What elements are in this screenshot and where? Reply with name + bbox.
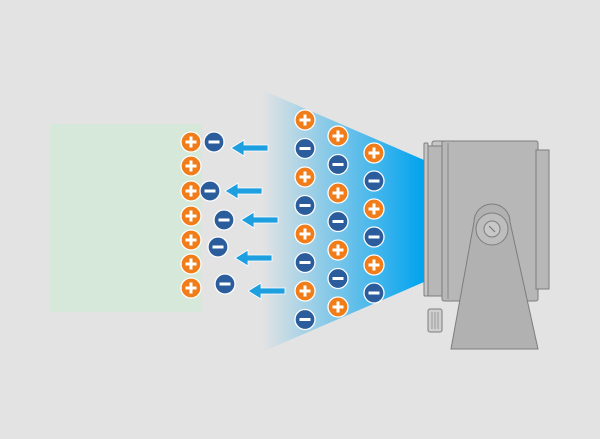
plus-sign-icon xyxy=(189,282,193,294)
positive-ion xyxy=(294,166,316,188)
positive-ion xyxy=(180,253,202,275)
negative-ion xyxy=(203,131,225,153)
minus-sign-icon xyxy=(332,163,344,166)
charged-target-surface xyxy=(50,124,202,312)
surface-ion-layer xyxy=(180,131,236,299)
plus-sign-icon xyxy=(189,258,193,270)
negative-ion xyxy=(207,236,229,258)
negative-ion xyxy=(327,210,349,233)
positive-ion xyxy=(294,280,316,302)
plus-sign-icon xyxy=(189,210,193,222)
negative-ion xyxy=(214,273,236,295)
minus-sign-icon xyxy=(299,147,311,150)
minus-sign-icon xyxy=(299,204,311,207)
positive-ion xyxy=(180,277,202,299)
negative-ion xyxy=(294,194,316,217)
minus-sign-icon xyxy=(204,189,216,193)
left-arrow-icon xyxy=(230,139,269,157)
minus-sign-icon xyxy=(368,179,380,183)
plus-sign-icon xyxy=(303,285,307,297)
minus-sign-icon xyxy=(219,282,231,286)
left-arrow-icon xyxy=(234,249,273,267)
plus-sign-icon xyxy=(303,228,307,240)
positive-ion xyxy=(363,142,385,164)
plus-sign-icon xyxy=(189,160,193,172)
minus-sign-icon xyxy=(299,318,311,321)
device-nozzle-ring xyxy=(423,142,429,297)
plus-sign-icon xyxy=(303,171,307,183)
positive-ion xyxy=(180,180,202,202)
negative-ion xyxy=(213,209,235,231)
negative-ion xyxy=(327,153,349,176)
left-arrow-icon xyxy=(247,282,286,300)
mounting-bracket xyxy=(450,203,539,350)
positive-ion xyxy=(294,223,316,245)
positive-ion xyxy=(180,229,202,251)
positive-ion xyxy=(180,205,202,227)
positive-ion xyxy=(363,198,385,220)
negative-ion xyxy=(294,251,316,274)
bracket-pivot-slot xyxy=(488,225,496,233)
positive-ion xyxy=(180,131,202,153)
plus-sign-icon xyxy=(372,259,376,271)
positive-ion xyxy=(294,109,316,131)
plus-sign-icon xyxy=(336,130,340,142)
negative-ion xyxy=(294,137,316,160)
positive-ion xyxy=(363,254,385,276)
minus-sign-icon xyxy=(368,235,380,239)
left-arrow-icon xyxy=(240,211,279,229)
positive-ion xyxy=(327,239,349,261)
minus-sign-icon xyxy=(212,245,224,249)
plus-sign-icon xyxy=(336,187,340,199)
minus-sign-icon xyxy=(218,218,230,222)
plus-sign-icon xyxy=(189,136,193,148)
plus-sign-icon xyxy=(372,203,376,215)
left-arrow-icon xyxy=(224,182,263,200)
minus-sign-icon xyxy=(332,220,344,223)
negative-ion xyxy=(327,267,349,290)
flow-arrows xyxy=(224,139,286,300)
negative-ion xyxy=(363,226,385,248)
plus-sign-icon xyxy=(189,234,193,246)
plus-sign-icon xyxy=(336,244,340,256)
positive-ion xyxy=(327,182,349,204)
minus-sign-icon xyxy=(332,277,344,280)
ionizer-device xyxy=(423,140,550,350)
minus-sign-icon xyxy=(208,140,220,144)
plus-sign-icon xyxy=(303,114,307,126)
negative-ion xyxy=(363,170,385,192)
minus-sign-icon xyxy=(299,261,311,264)
plus-sign-icon xyxy=(336,301,340,313)
plus-sign-icon xyxy=(372,147,376,159)
positive-ion xyxy=(327,125,349,147)
negative-ion xyxy=(363,282,385,304)
negative-ion xyxy=(199,180,221,202)
negative-ion xyxy=(294,308,316,331)
positive-ion xyxy=(327,296,349,318)
beam-ion-layer xyxy=(294,109,385,331)
plus-sign-icon xyxy=(189,185,193,197)
positive-ion xyxy=(180,155,202,177)
minus-sign-icon xyxy=(368,291,380,295)
device-front-plate xyxy=(427,145,443,297)
device-side-plate xyxy=(535,149,550,290)
